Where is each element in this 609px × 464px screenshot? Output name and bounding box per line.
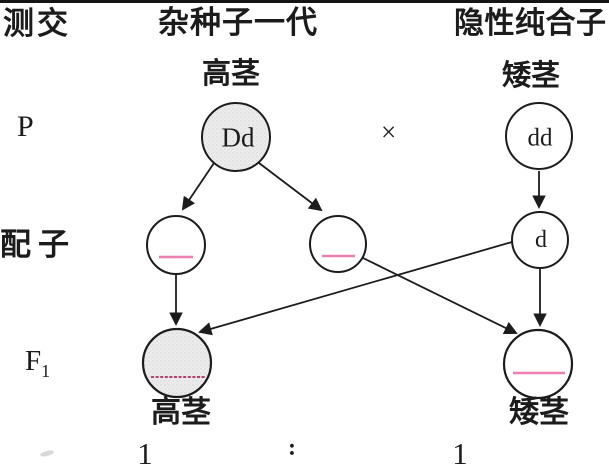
ratio-left: 1: [137, 436, 153, 464]
f1-right-circle: [502, 328, 574, 400]
parent-left-circle: [201, 102, 271, 172]
f1-label-subscript: 1: [41, 360, 51, 381]
row-label-gametes: 配子: [0, 227, 76, 262]
ratio-right: 1: [452, 436, 468, 464]
row-label-f1: F1: [25, 347, 50, 380]
row-label-p: P: [17, 110, 34, 143]
phenotype-parent-right: 矮茎: [501, 60, 561, 92]
arrow-middle-gamete-to-f1-right: [362, 257, 518, 335]
phenotype-f1-right: 矮茎: [509, 396, 569, 429]
genotype-gamete-d: d: [535, 227, 547, 253]
f1-label-base: F: [25, 345, 42, 377]
arrow-d-gamete-to-f1-left: [198, 241, 513, 336]
header-recessive-homozygote: 隐性纯合子: [454, 7, 607, 40]
f1-left-circle: [141, 327, 213, 399]
ratio-separator: :: [288, 435, 296, 461]
cross-symbol: ×: [381, 117, 397, 147]
arrow-dd-to-left-gamete: [181, 162, 215, 211]
genotype-parent-right: dd: [527, 124, 553, 152]
parent-right-circle: [505, 102, 573, 170]
header-test-cross: 测交: [3, 6, 71, 41]
gamete-middle-circle: [309, 215, 367, 273]
gamete-left-circle: [146, 215, 206, 275]
genotype-parent-left: Dd: [221, 122, 255, 153]
header-hybrid-f1: 杂种子一代: [158, 5, 318, 40]
scan-edge-artifact: [0, 0, 609, 3]
phenotype-parent-left: 高茎: [201, 58, 261, 90]
phenotype-f1-left: 高茎: [151, 396, 211, 429]
arrow-dd-to-middle-gamete: [258, 162, 323, 212]
